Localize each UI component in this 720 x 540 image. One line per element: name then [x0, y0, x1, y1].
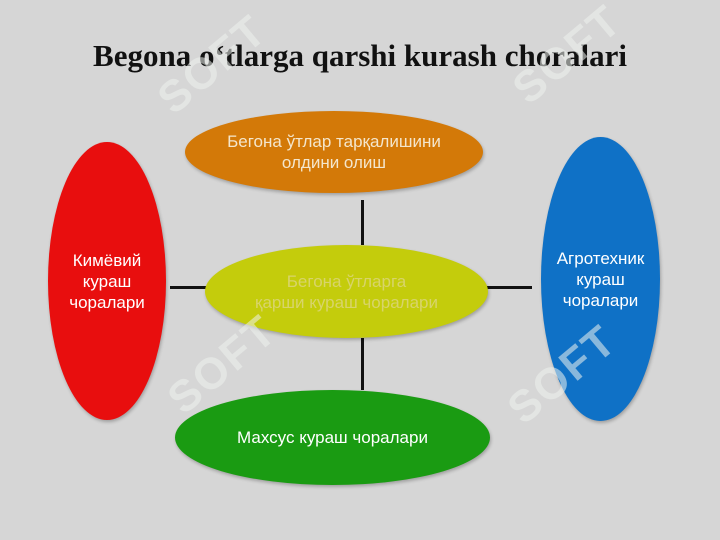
- node-chemical-measures: Кимёвий кураш чоралари: [48, 142, 166, 420]
- slide-title: Begona o‘tlarga qarshi kurash choralari: [93, 38, 627, 73]
- node-special-measures: Махсус кураш чоралари: [175, 390, 490, 485]
- node-prevention: Бегона ўтлар тарқалишини олдини олиш: [185, 111, 483, 193]
- node-special-measures-label: Махсус кураш чоралари: [237, 428, 428, 447]
- node-agrotechnical-measures: Агротехник кураш чоралари: [541, 137, 660, 421]
- node-weed-control-measures: Бегона ўтларга қарши кураш чоралари: [205, 245, 488, 338]
- node-chemical-measures-label: Кимёвий кураш чоралари: [69, 250, 145, 312]
- node-agrotechnical-measures-label: Агротехник кураш чоралари: [556, 248, 645, 310]
- node-prevention-label: Бегона ўтлар тарқалишини олдини олиш: [227, 132, 441, 172]
- connector-center-bottom: [361, 338, 364, 390]
- node-weed-control-measures-label: Бегона ўтларга қарши кураш чоралари: [255, 271, 438, 312]
- connector-top-center: [361, 200, 364, 245]
- connector-center-right: [487, 286, 532, 289]
- connector-left-center: [170, 286, 208, 289]
